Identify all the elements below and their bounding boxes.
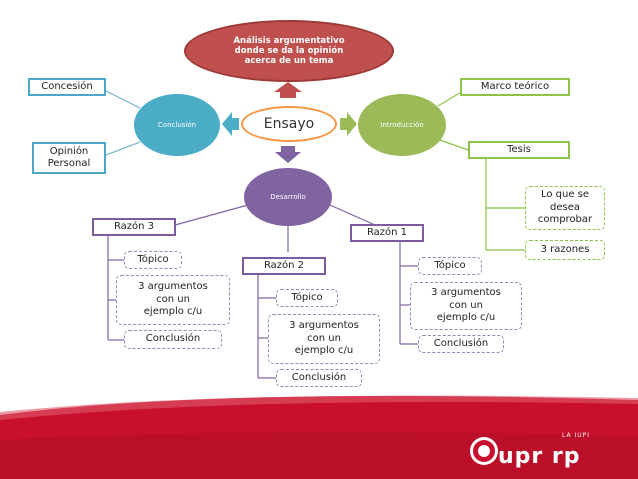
marco-teorico-box: Marco teórico bbox=[460, 78, 570, 96]
logo-subtext: LA IUPI bbox=[562, 432, 591, 439]
top-ellipse: Análisis argumentativo donde se da la op… bbox=[184, 20, 394, 82]
razon-3-conclusion: Conclusión bbox=[124, 330, 222, 349]
razon-2-topico: Tópico bbox=[276, 289, 338, 307]
uprrp-logo: upr rp bbox=[498, 444, 581, 469]
razon-1-topico: Tópico bbox=[418, 257, 482, 275]
razon-2-argumentos: 3 argumentos con un ejemplo c/u bbox=[268, 314, 380, 364]
razon-3-topico: Tópico bbox=[124, 251, 182, 269]
razon-3-argumentos: 3 argumentos con un ejemplo c/u bbox=[116, 275, 230, 325]
conclusion-node: Conclusión bbox=[134, 94, 220, 156]
concesion-box: Concesión bbox=[28, 78, 106, 96]
lo-que-se-desea-box: Lo que se desea comprobar bbox=[525, 186, 605, 230]
right-arrow-icon bbox=[340, 112, 357, 136]
opinion-personal-box: Opinión Personal bbox=[32, 142, 106, 174]
left-arrow-stem bbox=[232, 118, 239, 130]
razon-2-box: Razón 2 bbox=[242, 257, 326, 275]
up-arrow-icon bbox=[274, 82, 302, 98]
left-arrow-icon bbox=[222, 112, 232, 136]
left-connectors bbox=[105, 90, 141, 156]
desarrollo-node: Desarrollo bbox=[244, 168, 332, 226]
razon-1-argumentos: 3 argumentos con un ejemplo c/u bbox=[410, 282, 522, 330]
footer-decoration bbox=[0, 395, 638, 479]
introduccion-node: Introducción bbox=[358, 94, 446, 156]
bottom-connectors bbox=[107, 204, 418, 379]
razon-1-conclusion: Conclusión bbox=[418, 335, 504, 353]
tres-razones-box: 3 razones bbox=[525, 240, 605, 260]
tesis-box: Tesis bbox=[468, 141, 570, 159]
razon-3-box: Razón 3 bbox=[92, 218, 176, 236]
razon-1-box: Razón 1 bbox=[350, 224, 424, 242]
down-arrow-icon bbox=[275, 146, 301, 163]
razon-2-conclusion: Conclusión bbox=[276, 369, 362, 387]
right-connectors bbox=[437, 90, 525, 251]
center-ellipse: Ensayo bbox=[241, 106, 337, 142]
